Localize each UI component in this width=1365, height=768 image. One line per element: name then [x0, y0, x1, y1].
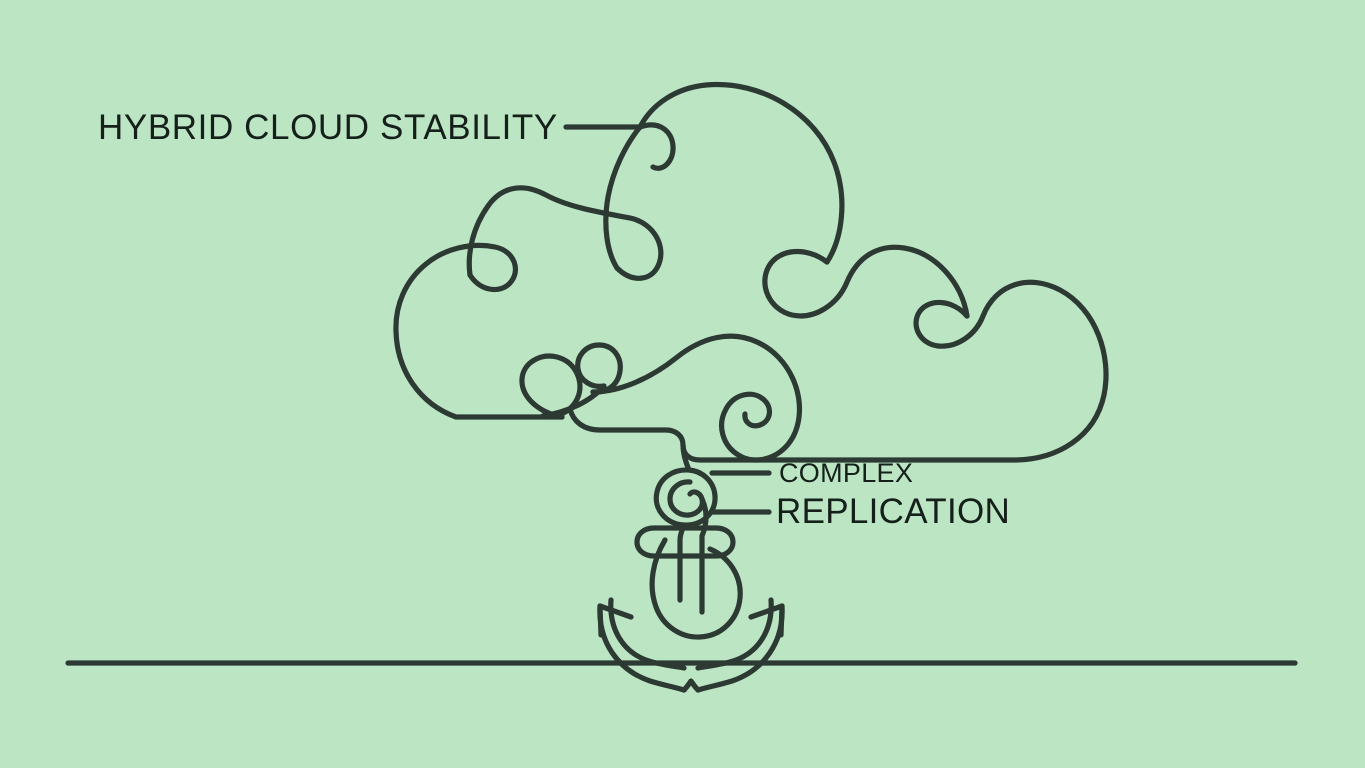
callout-label-replication: REPLICATION [776, 492, 1011, 531]
cloud-right-upper-loop [762, 244, 970, 319]
anchor-ring-inner-spiral [667, 479, 705, 518]
cloud-right-lower-loop [809, 279, 1109, 463]
cloud-top-hook [637, 122, 676, 171]
cloud-left-upper-bump [603, 124, 643, 271]
page-title: HYBRID CLOUD STABILITY [98, 108, 558, 147]
anchor-fluke-right-outer [695, 603, 785, 693]
cloud-left-bump [466, 203, 491, 278]
anchor-shank-left [677, 522, 687, 603]
cloud-left-loop [393, 242, 518, 334]
cloud-left-upper-loop [485, 185, 664, 281]
anchor-bottom-tip [681, 678, 701, 693]
cloud-left-outer-arc [393, 328, 565, 420]
cloud-anchor-path-group [65, 81, 1298, 693]
anchor-fluke-left [608, 597, 687, 671]
cloud-top-bump [637, 81, 845, 265]
anchor-fluke-right [695, 597, 774, 671]
anchor-crossbar [634, 525, 736, 559]
cloud-base-swoop [590, 333, 803, 463]
anchor-fluke-left-outer [597, 603, 687, 693]
callout-label-complex: COMPLEX [779, 458, 914, 488]
cloud-inner-spiral [719, 391, 772, 459]
anchor-inner-curve [649, 537, 743, 640]
cloud-base-line [567, 406, 815, 463]
anchor-shank-right [699, 496, 709, 615]
